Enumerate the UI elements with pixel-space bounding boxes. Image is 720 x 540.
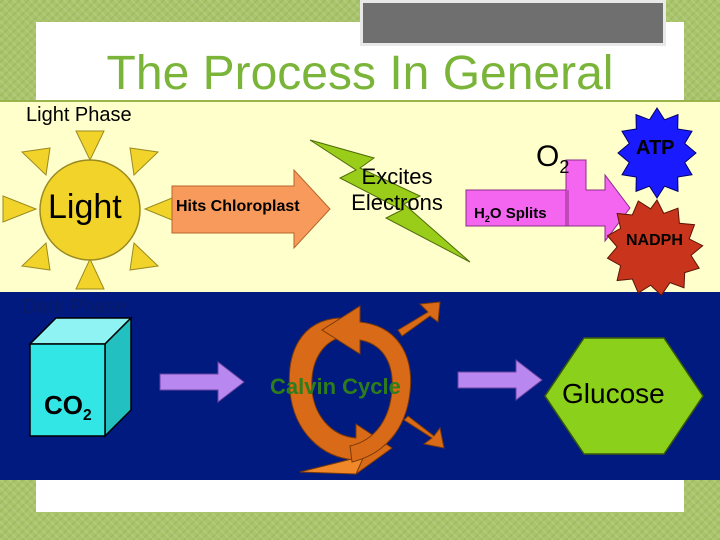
co2-cube-icon: [28, 316, 133, 438]
sun-ray: [75, 130, 105, 162]
process-arrow-2: [457, 358, 543, 402]
calvin-cycle-label: Calvin Cycle: [270, 374, 401, 399]
nadph-burst-icon: [606, 199, 704, 296]
sun-disc: [39, 159, 141, 261]
hits-chloroplast-label: Hits Chloroplast: [176, 198, 300, 215]
hits-chloroplast-arrow: [171, 168, 331, 250]
sun-ray: [20, 241, 51, 271]
sun-icon: [2, 130, 178, 290]
sun-ray: [2, 195, 38, 223]
lightning-bolt-icon: [309, 139, 471, 263]
sun-ray: [20, 147, 51, 177]
page-title: The Process In General: [106, 47, 614, 100]
excites-electrons-label: Excites Electrons: [351, 164, 443, 215]
water-splits-label: H2O Splits: [474, 205, 547, 224]
oxygen-label: O2: [536, 140, 570, 177]
glucose-label: Glucose: [562, 378, 665, 409]
sun-label: Light: [48, 188, 122, 226]
nadph-label: NADPH: [626, 232, 683, 249]
process-arrow-1: [159, 360, 245, 404]
top-decoration: [360, 0, 666, 46]
atp-burst-icon: [617, 107, 697, 199]
dark-phase-label: Dark Phase: [22, 296, 127, 318]
sun-ray: [129, 147, 160, 177]
sun-ray: [129, 241, 160, 271]
light-phase-label: Light Phase: [26, 104, 132, 126]
glucose-hexagon-icon: [544, 337, 704, 455]
calvin-cycle-icon: [288, 301, 445, 475]
atp-label: ATP: [636, 137, 675, 159]
split-arrow: [465, 159, 631, 243]
co2-label: CO2: [44, 390, 92, 425]
sun-ray: [75, 257, 105, 290]
